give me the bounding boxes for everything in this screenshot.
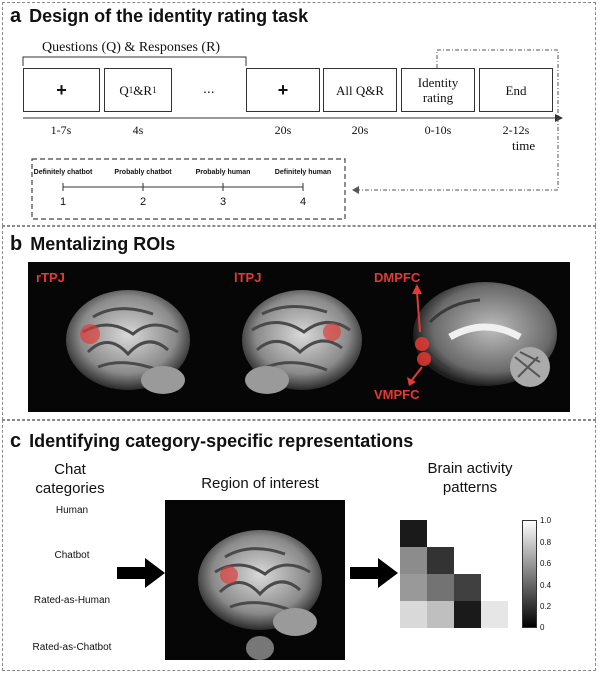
colorbar-tick: 0	[540, 623, 545, 632]
panel-a-letter: a	[10, 5, 22, 27]
category-label: Human	[55, 505, 89, 516]
matrix-cell	[400, 547, 427, 574]
panel-a	[2, 2, 596, 226]
feedback-loop-arrow	[352, 186, 359, 194]
timeline-graphics	[22, 49, 563, 220]
duration-label: 4s	[132, 123, 144, 137]
ltpj-roi-marker	[323, 323, 341, 341]
roi-brain-image	[165, 500, 345, 660]
colorbar-tick: 0.2	[540, 602, 552, 611]
matrix-cell	[427, 547, 454, 574]
category-label: Rated-as-Human	[33, 595, 111, 606]
scale-label: Definitely chatbot	[33, 169, 93, 176]
end-box: End	[479, 68, 553, 112]
panel-b-letter: b	[10, 233, 23, 255]
category-label: Chatbot	[54, 550, 90, 561]
scale-number: 4	[299, 196, 307, 208]
dmpfc-roi-marker	[415, 337, 429, 351]
all-qr-box: All Q&R	[323, 68, 397, 112]
ltpj-label: lTPJ	[234, 270, 262, 285]
feedback-loop-line	[352, 49, 559, 191]
category-label: Rated-as-Chatbot	[32, 642, 112, 653]
rsa-matrix	[400, 520, 508, 628]
vmpfc-roi-marker	[417, 352, 431, 366]
fixation-box-2: +	[246, 68, 320, 112]
chat-categories-header: Chat categories	[35, 461, 105, 497]
brain-patterns-header: Brain activity patterns	[427, 460, 513, 496]
qr-bracket-label: Questions (Q) & Responses (R)	[42, 40, 221, 55]
scale-number: 1	[59, 196, 67, 208]
duration-label: 20s	[274, 123, 292, 137]
colorbar-tick: 1.0	[540, 516, 552, 525]
ellipsis: ...	[203, 80, 215, 96]
vmpfc-arrow	[411, 366, 423, 381]
dmpfc-label: DMPFC	[374, 270, 421, 285]
vmpfc-label: VMPFC	[374, 387, 420, 402]
output-arrow	[350, 558, 398, 588]
right-lateral-brain-image	[66, 290, 190, 394]
matrix-cell	[454, 574, 481, 601]
roi-header: Region of interest	[201, 475, 319, 492]
rtpj-roi-marker	[80, 324, 100, 344]
colorbar-tick: 0.4	[540, 581, 552, 590]
scale-number: 3	[219, 196, 227, 208]
matrix-cell	[400, 601, 427, 628]
dmpfc-arrow	[416, 291, 421, 333]
scale-label: Probably chatbot	[114, 169, 172, 176]
matrix-cell	[481, 601, 508, 628]
rating-scale-box	[31, 158, 346, 220]
matrix-cell	[454, 601, 481, 628]
duration-label: 20s	[351, 123, 369, 137]
matrix-cell	[400, 574, 427, 601]
sagittal-brain-image	[407, 282, 557, 387]
panel-b	[2, 226, 596, 420]
input-arrow	[117, 558, 165, 588]
panel-c	[2, 420, 596, 671]
duration-label: 2-12s	[502, 123, 530, 137]
scale-label: Definitely human	[274, 169, 332, 176]
scale-number: 2	[139, 196, 147, 208]
time-axis-arrow	[555, 114, 563, 122]
matrix-cell	[427, 601, 454, 628]
panel-c-letter: c	[10, 430, 22, 452]
qr-bracket	[22, 56, 247, 66]
duration-label: 1-7s	[50, 123, 72, 137]
scale-label: Probably human	[195, 169, 251, 176]
duration-label: 0-10s	[424, 123, 452, 137]
colorbar	[522, 520, 537, 628]
time-label: time	[512, 138, 536, 153]
identity-rating-box: Identity rating	[401, 68, 475, 112]
matrix-cell	[400, 520, 427, 547]
rtpj-label: rTPJ	[36, 270, 65, 285]
colorbar-tick: 0.8	[540, 538, 552, 547]
fixation-box-1: +	[23, 68, 100, 112]
matrix-cell	[427, 574, 454, 601]
roi-marker	[220, 566, 238, 584]
colorbar-tick: 0.6	[540, 559, 552, 568]
left-lateral-brain-image	[242, 290, 362, 394]
